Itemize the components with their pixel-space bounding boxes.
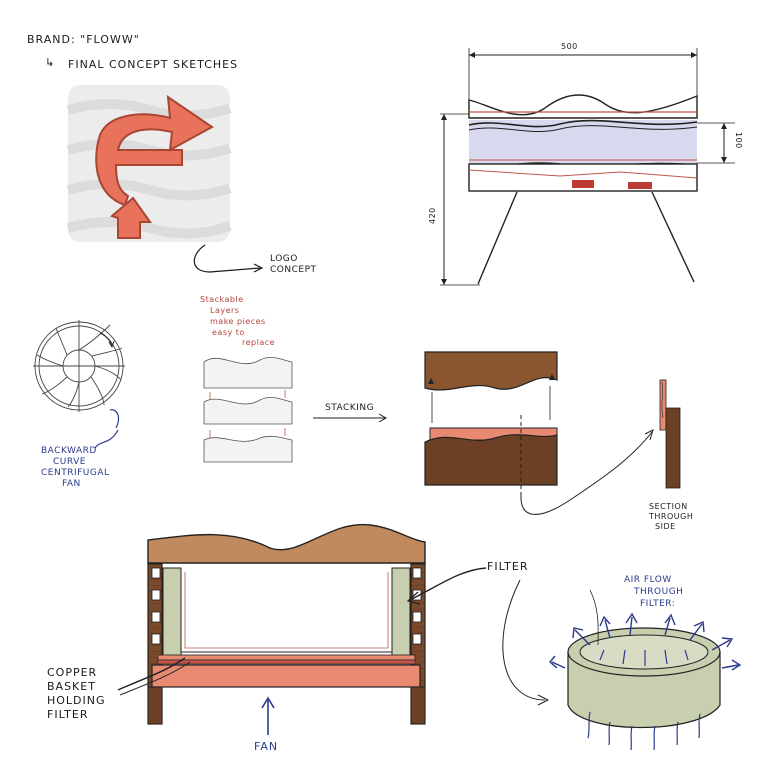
copper-label-2: BASKET <box>47 680 96 693</box>
dimension-drawing <box>440 48 735 286</box>
logo-concept-label-2: CONCEPT <box>270 265 317 275</box>
copper-label-4: FILTER <box>47 708 89 721</box>
fan-pointer-arrow <box>109 409 120 429</box>
layers-note-1: Stackable <box>200 295 244 304</box>
airflow-pointer-arrow <box>502 579 546 701</box>
fan-bottom-label: FAN <box>254 740 279 753</box>
logo-pointer-arrow <box>193 244 261 273</box>
fan-label-2: CURVE <box>53 457 86 467</box>
section-through-side <box>659 379 681 489</box>
layers-note-4: easy to <box>212 328 245 337</box>
layers-note-5: replace <box>242 338 276 347</box>
logo-concept-label-1: LOGO <box>270 254 298 264</box>
copper-label-3: HOLDING <box>47 694 106 707</box>
brand-title: BRAND: "FLOWW" <box>27 33 140 46</box>
section-label-2: THROUGH <box>649 512 694 521</box>
stackable-layers-sketch <box>203 357 293 463</box>
stacking-label: STACKING <box>325 403 375 413</box>
airflow-label-3: FILTER: <box>640 599 676 609</box>
section-label-3: SIDE <box>655 522 676 531</box>
section-label-1: SECTION <box>649 502 688 511</box>
section-pointer-arrow <box>520 431 653 515</box>
stacking-pieces <box>424 351 558 495</box>
arrow-right-icon: ↳ <box>45 56 56 69</box>
layers-note-3: make pieces <box>210 317 266 326</box>
fan-label-3: CENTRIFUGAL <box>41 468 110 478</box>
airflow-label-1: AIR FLOW <box>624 575 672 585</box>
airflow-filter-cylinder <box>549 589 742 751</box>
front-view-assembly <box>147 523 426 725</box>
airflow-label-2: THROUGH <box>634 587 684 597</box>
filter-label: FILTER <box>487 560 529 573</box>
fan-label-4: FAN <box>62 479 81 489</box>
floww-logo <box>66 85 232 242</box>
copper-label-1: COPPER <box>47 666 98 679</box>
page-subtitle: FINAL CONCEPT SKETCHES <box>68 58 239 71</box>
layers-note-2: Layers <box>210 306 240 315</box>
centrifugal-fan-sketch <box>33 320 125 412</box>
copper-pointer-arrow <box>117 657 186 691</box>
filter-pointer-arrow <box>409 567 487 601</box>
dimension-width: 500 <box>561 42 578 51</box>
fan-label-1: BACKWARD <box>41 446 97 456</box>
